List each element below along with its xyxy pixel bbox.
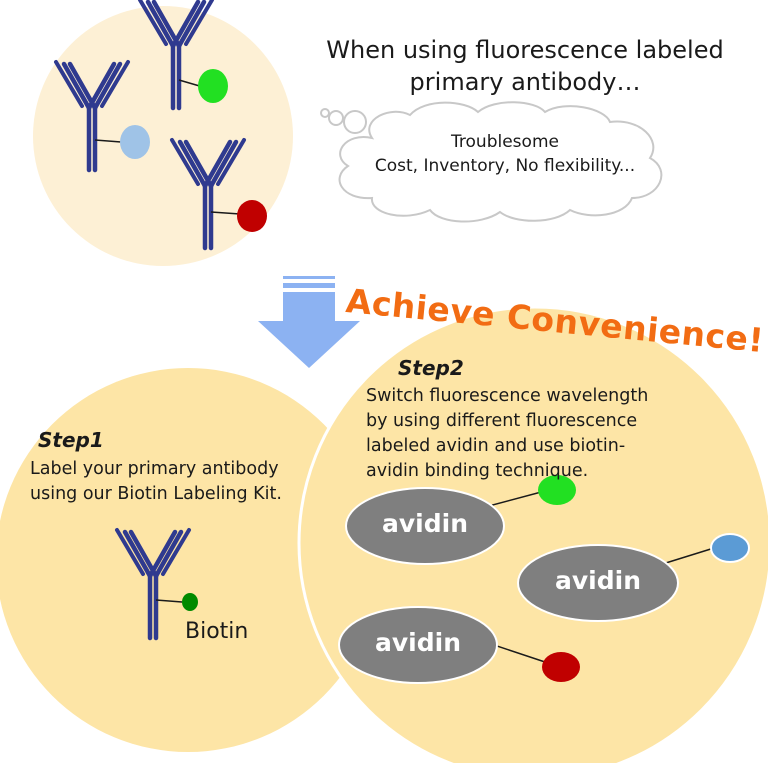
cloud-line-2: Cost, Inventory, No flexibility... [374,156,636,176]
step1-description: Label your primary antibody using our Bi… [30,457,282,507]
avidin-2 [517,544,679,622]
thought-cloud-text: Troublesome Cost, Inventory, No flexibil… [330,130,680,178]
step1-line-1: Label your primary antibody [30,459,279,479]
thought-cloud-icon [320,101,663,223]
step1-circle [0,368,380,752]
biotin-icon [182,593,198,611]
cloud-line-1: Troublesome [451,132,559,152]
step2-line-4: avidin binding technique. [366,461,589,481]
question-heading: When using fluorescence labeled primary … [300,34,750,98]
step1-line-2: using our Biotin Labeling Kit. [30,484,282,504]
avidin-3 [338,606,498,684]
avidin-1 [345,487,505,565]
biotin-label: Biotin [185,619,249,644]
question-line-1: When using fluorescence labeled [326,36,724,64]
step2-line-3: labeled avidin and use biotin- [366,436,626,456]
step2-title: Step2 [398,356,464,380]
avidin-label-2: avidin [555,566,641,595]
fluorescent-dye-icon [198,69,228,103]
step2-line-1: Switch fluorescence wavelength [366,386,649,406]
fluorescent-dye-icon [542,652,580,682]
step2-description: Switch fluorescence wavelength by using … [366,384,648,484]
fluorescent-dye-icon [120,125,150,159]
fluorescent-dye-icon [237,200,267,232]
top-antibody-circle [33,6,293,266]
step1-title: Step1 [38,428,104,452]
avidin-label-1: avidin [382,509,468,538]
question-line-2: primary antibody… [409,68,641,96]
down-arrow-icon [258,276,360,368]
fluorescent-dye-icon [538,475,576,505]
fluorescent-dye-icon [710,533,750,563]
avidin-label-3: avidin [375,628,461,657]
step2-line-2: by using different fluorescence [366,411,638,431]
